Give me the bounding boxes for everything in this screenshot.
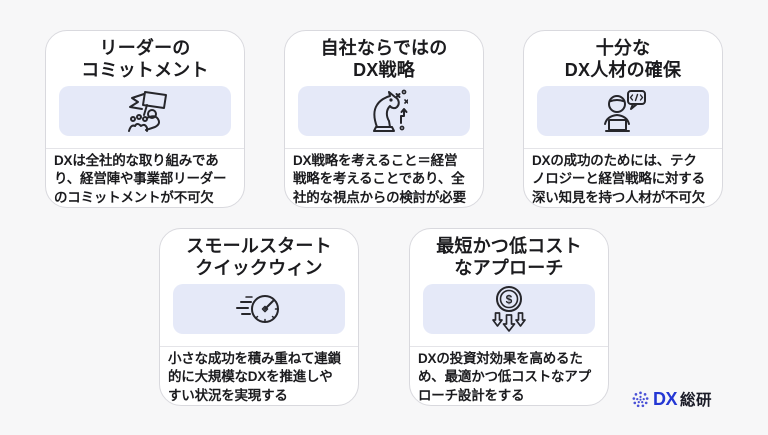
icon-box: $ <box>423 283 595 334</box>
engineer-code-icon <box>599 89 647 133</box>
icon-box <box>59 85 231 136</box>
card-description: DXは全社的な取り組みであ り、経営陣や事業部リーダー のコミットメントが不可欠 <box>54 152 227 205</box>
svg-text:$: $ <box>506 292 513 306</box>
card-dx-strategy: 自社ならではの DX戦略 DX戦略を考えること＝経営 戦略を考えることであり、全… <box>284 30 484 208</box>
card-title: スモールスタート クイックウィン <box>186 236 332 278</box>
icon-box <box>537 85 709 136</box>
card-title: 十分な DX人材の確保 <box>564 38 682 80</box>
card-small-start-quick-win: スモールスタート クイックウィン 小さな成功を積み重ねて連鎖 的に大規模なDXを… <box>159 228 359 406</box>
card-divider <box>46 147 244 149</box>
logo-dx-text: DX <box>652 388 678 409</box>
card-description: DXの成功のためには、テク ノロジーと経営戦略に対する 深い知見を持つ人材が不可… <box>532 152 705 205</box>
card-divider <box>160 345 358 347</box>
card-divider <box>285 147 483 149</box>
chess-knight-strategy-icon <box>360 88 408 134</box>
card-description: DX戦略を考えること＝経営 戦略を考えることであり、全 社的な視点からの検討が必… <box>293 152 466 205</box>
dx-souken-logo: DX 総研 <box>631 388 712 410</box>
card-divider <box>410 345 608 347</box>
card-title: リーダーの コミットメント <box>81 38 209 80</box>
card-low-cost-approach: 最短かつ低コスト なアプローチ $ DXの投資対効果を高めるた め、最適かつ低コ… <box>409 228 609 406</box>
top-row: リーダーの コミットメント DXは全社的な取り組みであ り、経営陣や事業部リーダ… <box>0 0 768 208</box>
logo-souken-text: 総研 <box>679 392 712 409</box>
card-divider <box>524 147 722 149</box>
speedometer-icon <box>236 290 282 328</box>
card-description: 小さな成功を積み重ねて連鎖 的に大規模なDXを推進しや すい状況を実現する <box>168 350 341 403</box>
leader-flag-icon <box>121 89 169 133</box>
card-description: DXの投資対効果を高めるた め、最適かつ低コストなアプ ローチ設計をする <box>418 350 591 403</box>
card-title: 最短かつ低コスト なアプローチ <box>436 236 582 278</box>
card-dx-talent: 十分な DX人材の確保 DXの成功のためには、テク ノロジーと経営戦略に対する <box>523 30 723 208</box>
icon-box <box>298 85 470 136</box>
icon-box <box>173 283 345 334</box>
dx-souken-logo-icon <box>631 390 650 409</box>
bottom-row: スモールスタート クイックウィン 小さな成功を積み重ねて連鎖 的に大規模なDXを… <box>0 228 768 406</box>
card-leader-commitment: リーダーの コミットメント DXは全社的な取り組みであ り、経営陣や事業部リーダ… <box>45 30 245 208</box>
cost-down-icon: $ <box>487 285 531 333</box>
card-title: 自社ならではの DX戦略 <box>320 38 448 80</box>
